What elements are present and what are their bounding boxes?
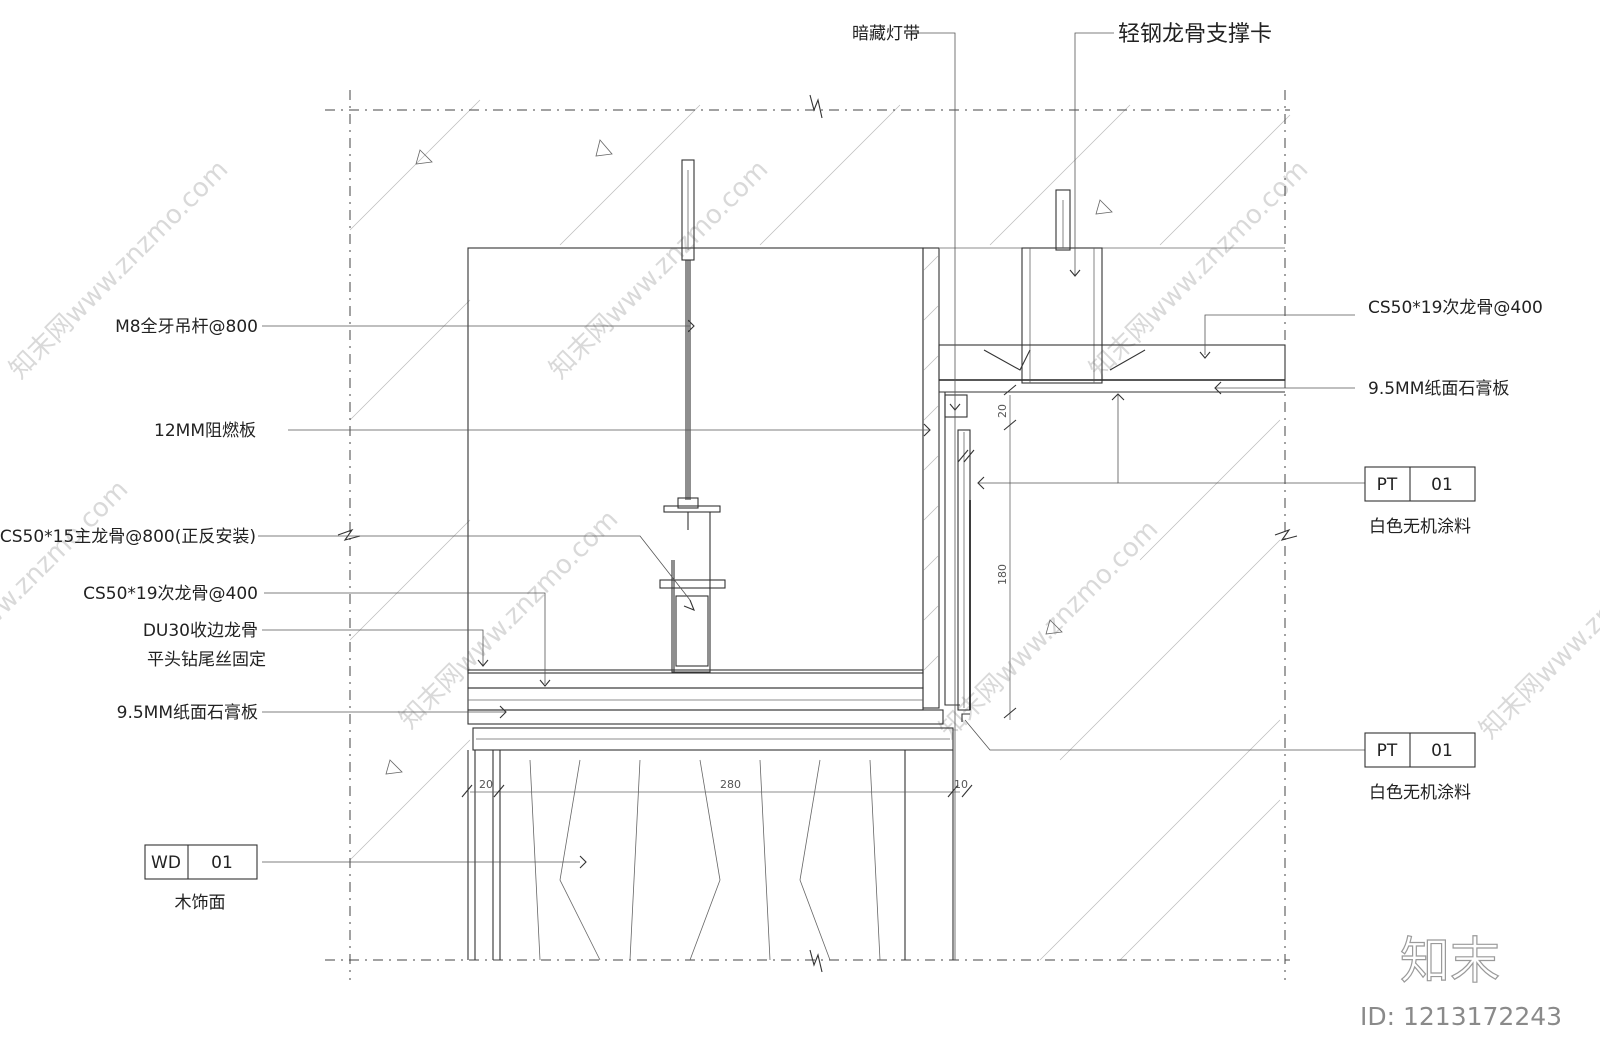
label-main-keel: CS50*15主龙骨@800(正反安装) [0,527,256,547]
annotation-labels: 暗藏灯带 轻钢龙骨支撑卡 M8全牙吊杆@800 12MM阻燃板 CS50*15主… [0,22,1543,723]
section-boundary [325,90,1298,980]
watermark-text: 知末网www.znzmo.com [4,154,235,385]
label-gypsum-left: 9.5MM纸面石膏板 [117,702,258,723]
material-tag-pt-2: PT 01 白色无机涂料 [1364,732,1476,803]
label-secondary-keel-right: CS50*19次龙骨@400 [1368,298,1543,318]
tag-code: WD [151,853,181,873]
material-tag-wd: WD 01 木饰面 [144,844,258,913]
dim-20-top: 20 [996,404,1009,418]
dim-10: 10 [954,778,968,791]
tag-number: 01 [211,853,233,873]
tag-description: 白色无机涂料 [1369,783,1471,803]
watermark-text: 知末网www.znzmo.com [544,154,775,385]
brand-logo: 知末 [1400,932,1500,990]
dimension-marks: 20 180 20 280 10 [461,384,1017,798]
tag-code: PT [1377,475,1398,495]
ceiling-assembly [467,159,1286,961]
concrete-slab-hatch [349,99,1291,961]
label-secondary-keel-left: CS50*19次龙骨@400 [83,584,258,604]
tag-number: 01 [1431,741,1453,761]
label-hidden-light-strip: 暗藏灯带 [852,24,920,44]
tag-number: 01 [1431,475,1453,495]
label-edge-keel-line2: 平头钻尾丝固定 [147,650,266,670]
watermark-text: 知末网www.znzmo.com [1084,154,1315,385]
label-hanger-rod: M8全牙吊杆@800 [115,317,258,337]
dim-20-bottom: 20 [479,778,493,791]
label-gypsum-right: 9.5MM纸面石膏板 [1368,378,1509,399]
watermark-text: 知末网www.znzmo.com [1474,514,1600,745]
tag-description: 白色无机涂料 [1369,517,1471,537]
dim-280: 280 [720,778,741,791]
tag-code: PT [1377,741,1398,761]
dim-180: 180 [996,564,1009,585]
leader-lines [258,32,1365,960]
material-tag-pt-1: PT 01 白色无机涂料 [1364,466,1476,537]
label-fire-board: 12MM阻燃板 [154,421,256,441]
image-id: ID: 1213172243 [1360,1002,1562,1031]
tag-description: 木饰面 [175,893,226,913]
label-support-clip: 轻钢龙骨支撑卡 [1118,22,1272,47]
brand-mark: 知末 ID: 1213172243 [1360,931,1562,1031]
label-edge-keel-line1: DU30收边龙骨 [143,621,258,641]
